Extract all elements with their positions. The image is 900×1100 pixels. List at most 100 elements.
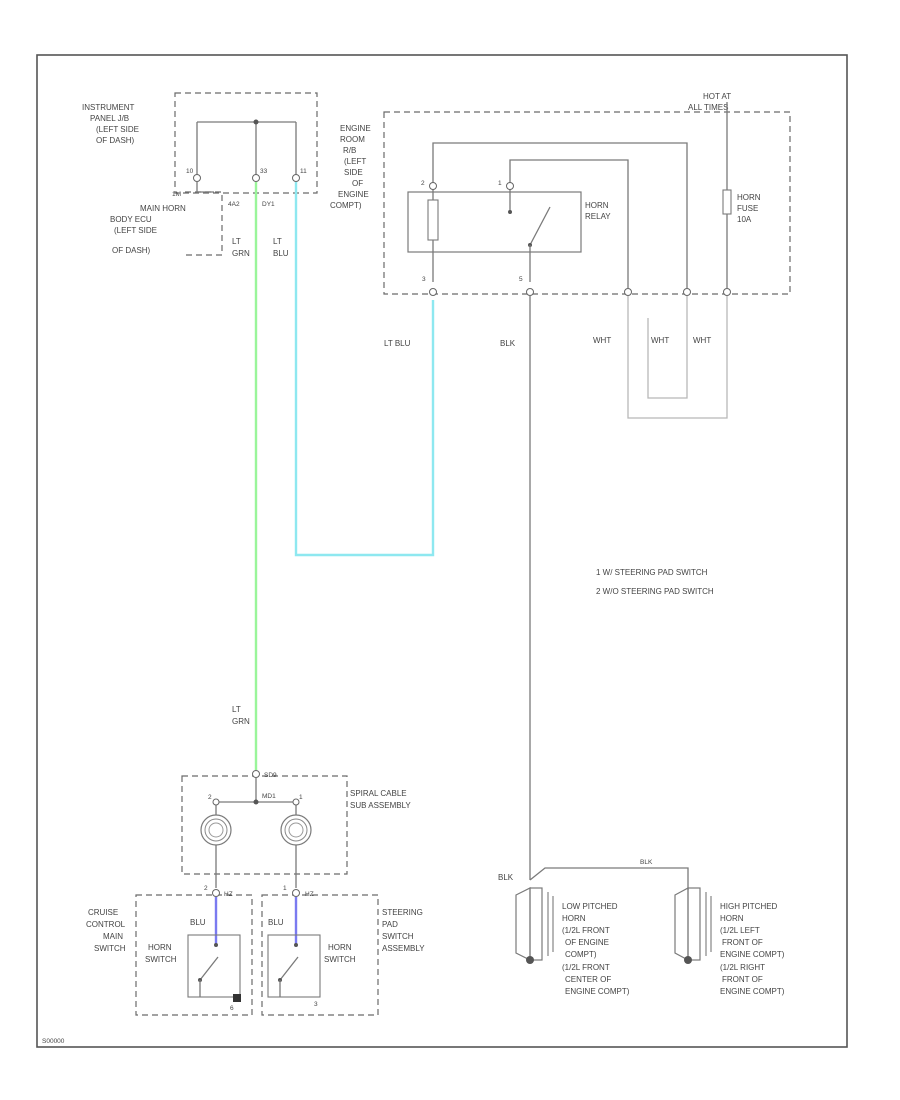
high-horn-label-2: HORN xyxy=(720,914,744,923)
cruise-connector: HZ xyxy=(224,891,233,898)
high-horn-label-5: ENGINE COMPT) xyxy=(720,950,785,959)
wire-lt-blu xyxy=(294,182,435,557)
pad-gnd-pin: 3 xyxy=(314,1001,318,1008)
spiral-connector-mid: MD1 xyxy=(262,793,276,800)
pad-label-1: STEERING xyxy=(382,908,423,917)
high-horn-label-6: (1/2L RIGHT xyxy=(720,963,765,972)
cruise-pin: 2 xyxy=(204,885,208,892)
high-pitched-horn: HIGH PITCHED HORN (1/2L LEFT FRONT OF EN… xyxy=(674,886,785,996)
low-pitched-horn: LOW PITCHED HORN (1/2L FRONT OF ENGINE C… xyxy=(515,887,630,996)
relay-pin-mid: 1 xyxy=(498,180,502,187)
ip-jb-label-4: OF DASH) xyxy=(96,136,135,145)
engine-room-rb: ENGINE ROOM R/B (LEFT SIDE OF ENGINE COM… xyxy=(330,92,791,296)
wire-wht-label-2: WHT xyxy=(651,336,669,345)
er-label-6: OF xyxy=(352,179,363,188)
main-horn-label-4: OF DASH) xyxy=(112,246,151,255)
wire-blu-cruise: BLU xyxy=(190,918,206,927)
ip-pin-right: 11 xyxy=(300,168,307,175)
wire-lt-grn-top-1: LT xyxy=(232,237,241,246)
ip-jb-label-3: (LEFT SIDE xyxy=(96,125,139,134)
spiral-pin-right: 1 xyxy=(299,794,303,801)
main-horn-label-2: BODY ECU xyxy=(110,215,152,224)
low-horn-label-8: ENGINE COMPT) xyxy=(565,987,630,996)
spiral-label-2: SUB ASSEMBLY xyxy=(350,801,411,810)
spiral-connector-top: SD9 xyxy=(264,772,277,779)
low-horn-label-4: OF ENGINE xyxy=(565,938,609,947)
er-label-2: ROOM xyxy=(340,135,365,144)
spiral-label-1: SPIRAL CABLE xyxy=(350,789,407,798)
wire-lt-blu-top-2: BLU xyxy=(273,249,289,258)
main-horn-body-ecu: 1M MAIN HORN BODY ECU (LEFT SIDE OF DASH… xyxy=(110,182,223,256)
ip-jb-label-2: PANEL J/B xyxy=(90,114,129,123)
hot-at-label: HOT AT xyxy=(703,92,731,101)
mh-connector: 1M xyxy=(172,191,181,198)
horn-relay-label-1: HORN xyxy=(585,201,609,210)
wire-lt-grn-top-2: GRN xyxy=(232,249,250,258)
er-label-3: R/B xyxy=(343,146,356,155)
high-horn-label-3: (1/2L LEFT xyxy=(720,926,760,935)
wire-blk-label-bottom: BLK xyxy=(498,873,514,882)
pad-connector: HZ xyxy=(305,891,314,898)
pad-pin: 1 xyxy=(283,885,287,892)
cruise-label-3: MAIN xyxy=(103,932,123,941)
low-horn-label-1: LOW PITCHED xyxy=(562,902,618,911)
cruise-control-main-switch: 2 HZ BLU CRUISE CONTROL MAIN SWITCH HORN… xyxy=(86,885,253,1016)
relay-pin-bot-left: 3 xyxy=(422,276,426,283)
diagram-frame xyxy=(36,54,848,1048)
main-horn-label-1: MAIN HORN xyxy=(140,204,186,213)
wire-lt-grn-bottom-2: GRN xyxy=(232,717,250,726)
relay-pin-bot-mid: 5 xyxy=(519,276,523,283)
er-label-5: SIDE xyxy=(344,168,363,177)
all-times-label: ALL TIMES xyxy=(688,103,728,112)
steering-pad-switch-assembly: 1 HZ BLU STEERING PAD SWITCH ASSEMBLY HO… xyxy=(261,885,425,1016)
horn-fuse-label-3: 10A xyxy=(737,215,752,224)
low-horn-label-5: COMPT) xyxy=(565,950,597,959)
ip-pin-mid: 33 xyxy=(260,168,268,175)
pad-horn-label-1: HORN xyxy=(328,943,352,952)
high-horn-label-8: ENGINE COMPT) xyxy=(720,987,785,996)
cruise-label-4: SWITCH xyxy=(94,944,126,953)
wire-blu-pad: BLU xyxy=(268,918,284,927)
cruise-gnd-pin: 6 xyxy=(230,1005,234,1012)
wire-lt-blu-label: LT BLU xyxy=(384,339,411,348)
diagram-code: S00000 xyxy=(42,1038,65,1045)
low-horn-label-6: (1/2L FRONT xyxy=(562,963,610,972)
horn-fuse-label-1: HORN xyxy=(737,193,761,202)
note-2: 2 W/O STEERING PAD SWITCH xyxy=(596,587,714,596)
low-horn-label-7: CENTER OF xyxy=(565,975,611,984)
pad-label-4: ASSEMBLY xyxy=(382,944,425,953)
ip-jb-label-1: INSTRUMENT xyxy=(82,103,135,112)
main-horn-label-3: (LEFT SIDE xyxy=(114,226,157,235)
instrument-panel-jb: INSTRUMENT PANEL J/B (LEFT SIDE OF DASH)… xyxy=(82,92,318,208)
horn-relay-label-2: RELAY xyxy=(585,212,611,221)
cruise-horn-label-1: HORN xyxy=(148,943,172,952)
wire-blk-label-top: BLK xyxy=(500,339,516,348)
cruise-label-2: CONTROL xyxy=(86,920,126,929)
cruise-label-1: CRUISE xyxy=(88,908,118,917)
wire-wht-label-3: WHT xyxy=(693,336,711,345)
high-horn-label-7: FRONT OF xyxy=(722,975,763,984)
wire-wht-label-1: WHT xyxy=(593,336,611,345)
ip-connector-left: 4A2 xyxy=(228,201,240,208)
wire-lt-blu-top-1: LT xyxy=(273,237,282,246)
wire-lt-grn-bottom-1: LT xyxy=(232,705,241,714)
pad-horn-label-2: SWITCH xyxy=(324,955,356,964)
spiral-cable-sub-assembly: SD9 SPIRAL CABLE SUB ASSEMBLY MD1 2 1 xyxy=(181,770,411,888)
low-horn-label-2: HORN xyxy=(562,914,586,923)
note-1: 1 W/ STEERING PAD SWITCH xyxy=(596,568,708,577)
er-label-7: ENGINE xyxy=(338,190,369,199)
pad-label-3: SWITCH xyxy=(382,932,414,941)
relay-pin-left: 2 xyxy=(421,180,425,187)
ip-connector-right: DY1 xyxy=(262,201,275,208)
wire-blk-label-horn: BLK xyxy=(640,859,653,866)
er-label-4: (LEFT xyxy=(344,157,366,166)
cruise-horn-label-2: SWITCH xyxy=(145,955,177,964)
horn-fuse-label-2: FUSE xyxy=(737,204,758,213)
high-horn-label-1: HIGH PITCHED xyxy=(720,902,778,911)
high-horn-label-4: FRONT OF xyxy=(722,938,763,947)
spiral-pin-left: 2 xyxy=(208,794,212,801)
er-label-8: COMPT) xyxy=(330,201,362,210)
low-horn-label-3: (1/2L FRONT xyxy=(562,926,610,935)
er-label-1: ENGINE xyxy=(340,124,371,133)
